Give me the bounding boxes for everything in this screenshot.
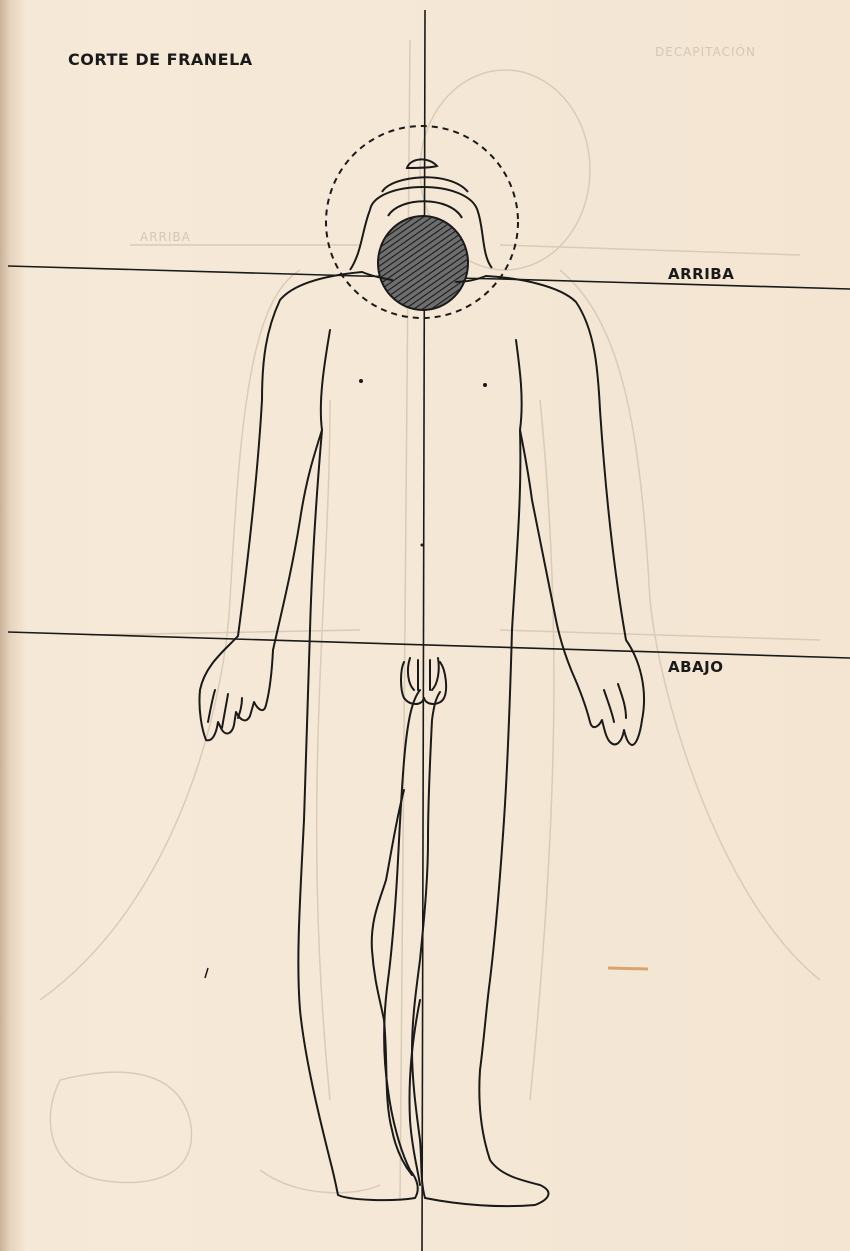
neck-cut-section	[378, 216, 468, 310]
upper-line-label: ARRIBA	[668, 265, 734, 283]
navel-mark	[421, 544, 424, 547]
stray-mark	[205, 968, 208, 978]
orange-smudge	[608, 968, 648, 969]
page-title: CORTE DE FRANELA	[68, 50, 253, 69]
right-nipple	[483, 383, 487, 387]
left-nipple	[359, 379, 363, 383]
vertical-midline	[422, 10, 425, 1251]
lower-line-label: ABAJO	[668, 658, 723, 676]
lower-cut-line	[8, 632, 850, 658]
